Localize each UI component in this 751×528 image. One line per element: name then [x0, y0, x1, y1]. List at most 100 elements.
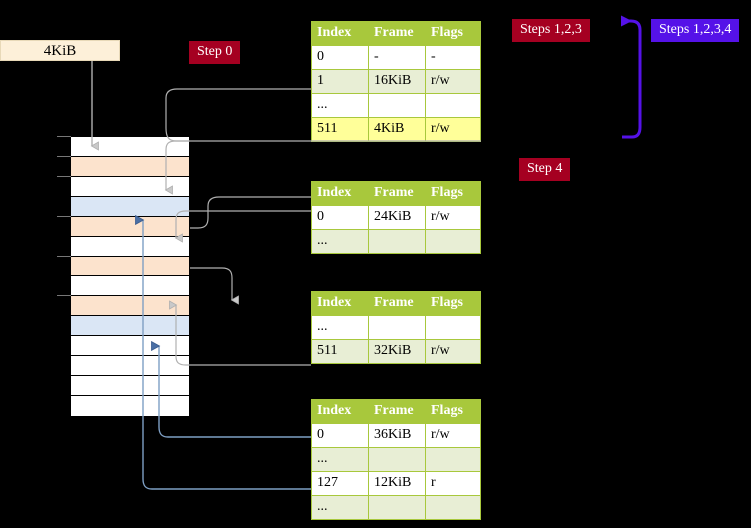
table-cell-flags: [425, 315, 481, 340]
column-header-index: Index: [311, 399, 369, 424]
connector-frame-to-pd: [190, 267, 232, 300]
table-cell-index: ...: [311, 229, 369, 254]
memory-row-tick: [57, 155, 71, 157]
column-header-flags: Flags: [425, 181, 481, 206]
connector-frame-to-pdpt: [190, 196, 311, 229]
column-header-index: Index: [311, 291, 369, 316]
table-cell-frame: [368, 447, 426, 472]
table-cell-index: 0: [311, 423, 369, 448]
table-cell-flags: r/w: [425, 205, 481, 230]
table-cell-flags: [425, 447, 481, 472]
column-header-frame: Frame: [368, 291, 426, 316]
column-header-frame: Frame: [368, 181, 426, 206]
table-cell-index: ...: [311, 93, 369, 118]
memory-frame-row: [71, 156, 189, 177]
table-cell-flags: -: [425, 45, 481, 70]
memory-frame-row: [71, 316, 189, 337]
memory-frame-row: [71, 395, 189, 416]
memory-row-tick: [57, 295, 71, 297]
column-header-flags: Flags: [425, 21, 481, 46]
table-cell-flags: r: [425, 471, 481, 496]
connector-steps-loop-arrow: [621, 15, 642, 139]
table-cell-index: ...: [311, 315, 369, 340]
badge-step-4: Step 4: [519, 158, 571, 181]
column-header-frame: Frame: [368, 399, 426, 424]
badge-steps-1-2-3: Steps 1,2,3: [512, 19, 590, 42]
badge-step-0: Step 0: [189, 41, 241, 64]
table-cell-frame: 36KiB: [368, 423, 426, 448]
table-cell-index: 511: [311, 339, 369, 364]
memory-row-tick: [57, 175, 71, 177]
table-cell-index: 1: [311, 69, 369, 94]
table-cell-frame: [368, 229, 426, 254]
table-row: ...: [311, 93, 481, 118]
connector-frame-to-pml4: [165, 88, 311, 142]
table-cell-frame: -: [368, 45, 426, 70]
memory-frame-row: [71, 356, 189, 377]
memory-frame-row: [71, 137, 189, 157]
table-cell-frame: 4KiB: [368, 117, 426, 142]
memory-frame-row: [71, 216, 189, 237]
memory-frame-row: [71, 296, 189, 317]
size-caption-4kib: 4KiB: [0, 40, 120, 61]
table-row: 0--: [311, 45, 481, 70]
table-cell-frame: [368, 93, 426, 118]
memory-frame-row: [71, 236, 189, 257]
table-cell-index: 511: [311, 117, 369, 142]
table-cell-frame: [368, 315, 426, 340]
column-header-index: Index: [311, 21, 369, 46]
table-row: ...: [311, 229, 481, 254]
memory-row-tick: [57, 136, 71, 137]
column-header-flags: Flags: [425, 291, 481, 316]
memory-frame-column: [70, 136, 190, 416]
table-row: ...: [311, 315, 481, 340]
table-cell-index: 127: [311, 471, 369, 496]
table-cell-flags: r/w: [425, 339, 481, 364]
table-cell-index: 0: [311, 205, 369, 230]
memory-frame-row: [71, 176, 189, 197]
table-cell-flags: [425, 93, 481, 118]
memory-frame-row: [71, 256, 189, 277]
table-cell-flags: r/w: [425, 69, 481, 94]
table-cell-index: 0: [311, 45, 369, 70]
column-header-index: Index: [311, 181, 369, 206]
memory-frame-row: [71, 196, 189, 217]
table-cell-flags: r/w: [425, 423, 481, 448]
table-cell-flags: r/w: [425, 117, 481, 142]
table-cell-frame: [368, 495, 426, 520]
column-header-flags: Flags: [425, 399, 481, 424]
connector-pdpt-0-to-frame: [176, 210, 311, 238]
memory-frame-row: [71, 376, 189, 396]
memory-frame-row: [71, 336, 189, 357]
table-cell-frame: 16KiB: [368, 69, 426, 94]
column-header-frame: Frame: [368, 21, 426, 46]
table-cell-flags: [425, 229, 481, 254]
table-cell-frame: 32KiB: [368, 339, 426, 364]
memory-row-tick: [57, 215, 71, 217]
table-row: ...: [311, 447, 481, 472]
memory-row-tick: [57, 255, 71, 257]
connector-pd-511-to-frame: [176, 305, 311, 366]
table-cell-index: ...: [311, 447, 369, 472]
table-cell-index: ...: [311, 495, 369, 520]
memory-frame-row: [71, 276, 189, 297]
table-row: ...: [311, 495, 481, 520]
table-cell-frame: 12KiB: [368, 471, 426, 496]
table-cell-frame: 24KiB: [368, 205, 426, 230]
table-cell-flags: [425, 495, 481, 520]
badge-steps-1-2-3-4: Steps 1,2,3,4: [651, 19, 740, 42]
